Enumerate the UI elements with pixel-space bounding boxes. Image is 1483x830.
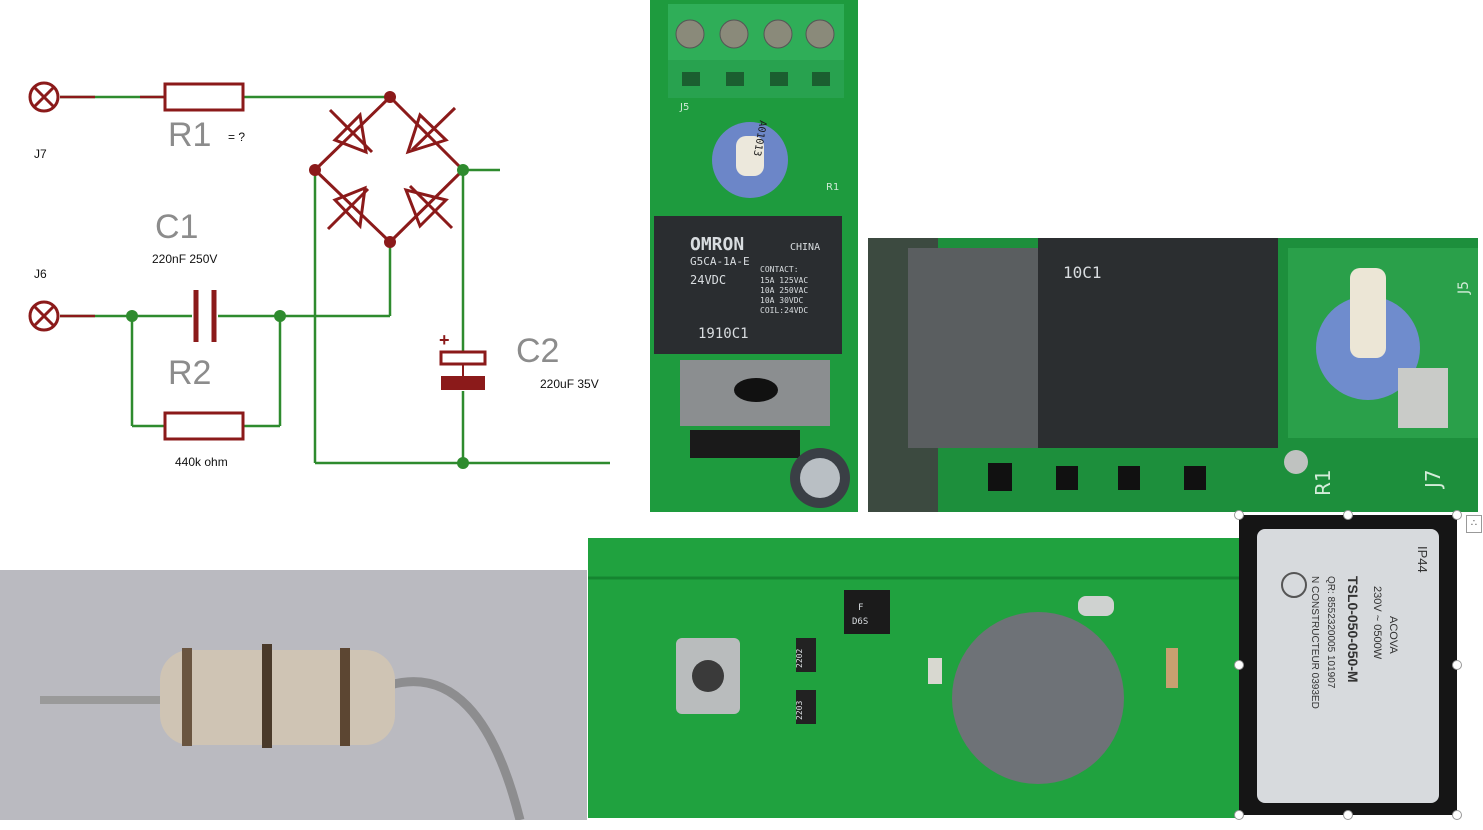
relay-contact-title: CONTACT: bbox=[760, 265, 799, 274]
resize-handle-left[interactable] bbox=[1234, 660, 1244, 670]
photo-relay-board: A01013 J5 R1 OMRON CHINA G5CA-1A-E 24VDC… bbox=[650, 0, 858, 512]
bridge-mark: F bbox=[858, 603, 863, 613]
label-j6: J6 bbox=[34, 267, 47, 281]
relay-contact-2: 10A 250VAC bbox=[760, 286, 808, 295]
chip-code-1: 2202 bbox=[795, 649, 804, 668]
terminal-j7 bbox=[28, 81, 60, 113]
resize-handle-top-left[interactable] bbox=[1234, 510, 1244, 520]
label-r2: R2 bbox=[168, 354, 211, 392]
label-c2: C2 bbox=[516, 332, 559, 370]
resistor-r2 bbox=[163, 411, 245, 441]
capacitor-c2 bbox=[439, 350, 487, 390]
relay-origin: CHINA bbox=[790, 242, 820, 253]
label-voltage: 230V ~ 0500W bbox=[1371, 586, 1383, 660]
relay bbox=[654, 216, 842, 354]
bridge-chip bbox=[844, 590, 890, 634]
junction-dots bbox=[126, 164, 469, 469]
resize-handle-right[interactable] bbox=[1452, 660, 1462, 670]
relay-contact-1: 15A 125VAC bbox=[760, 276, 808, 285]
bridge-code: D6S bbox=[852, 617, 868, 627]
label-r1: R1 bbox=[168, 116, 211, 154]
relay-contact-3: 10A 30VDC bbox=[760, 296, 804, 305]
label-c1: C1 bbox=[155, 208, 198, 246]
label-c2-value: 220uF 35V bbox=[540, 377, 599, 391]
relay-code: 1910C1 bbox=[698, 326, 749, 342]
capacitor-c1 bbox=[193, 290, 217, 342]
label-serial: QR: 8552320005 101907 bbox=[1325, 576, 1336, 689]
label-c2-polarity: + bbox=[439, 330, 450, 350]
relay-brand: OMRON bbox=[690, 234, 744, 255]
label-j7: J7 bbox=[34, 147, 47, 161]
silk-r1: R1 bbox=[826, 182, 839, 193]
label-model: TSL0-050-050-M bbox=[1345, 576, 1361, 683]
inductor bbox=[952, 612, 1124, 784]
resize-handle-bottom[interactable] bbox=[1343, 810, 1353, 820]
relay-closeup bbox=[1038, 238, 1278, 448]
wires bbox=[60, 95, 610, 465]
bridge-rectifier bbox=[313, 95, 465, 244]
closeup-silk-j5: J5 bbox=[1456, 281, 1472, 295]
resize-handle-bottom-left[interactable] bbox=[1234, 810, 1244, 820]
relay-coil: COIL:24VDC bbox=[760, 306, 808, 315]
label-sticker bbox=[1257, 529, 1439, 803]
chip-code-2: 2203 bbox=[795, 701, 804, 720]
label-rating: IP44 bbox=[1415, 546, 1430, 573]
label-manufacturer: N CONSTRUCTEUR 0393ED bbox=[1309, 576, 1320, 709]
circuit-schematic: J7 J6 R1 = ? C1 220nF 250V R2 440k ohm C… bbox=[28, 81, 610, 469]
closeup-relay-code: 10C1 bbox=[1063, 263, 1102, 282]
bridge-nodes bbox=[309, 91, 396, 248]
photo-main-board: 2202 2203 F D6S bbox=[588, 538, 1240, 818]
closeup-silk-j7: J7 bbox=[1421, 469, 1445, 490]
photo-resistor bbox=[0, 570, 587, 820]
terminal-j6 bbox=[28, 300, 60, 332]
closeup-silk-r1: R1 bbox=[1311, 469, 1335, 496]
resize-handle-top-right[interactable] bbox=[1452, 510, 1462, 520]
label-brand: ACOVA bbox=[1387, 616, 1399, 654]
label-r2-value: 440k ohm bbox=[175, 455, 228, 469]
layout-options-icon[interactable]: ∴ bbox=[1466, 515, 1482, 533]
silk-j5: J5 bbox=[679, 102, 689, 113]
relay-voltage: 24VDC bbox=[690, 273, 726, 287]
photo-relay-closeup: 10C1 R1 J7 J5 bbox=[868, 238, 1478, 512]
relay-model: G5CA-1A-E bbox=[690, 255, 750, 268]
wirewound-resistor bbox=[160, 650, 395, 745]
resize-handle-bottom-right[interactable] bbox=[1452, 810, 1462, 820]
label-c1-value: 220nF 250V bbox=[152, 252, 217, 266]
photo-product-label: IP44 ACOVA 230V ~ 0500W TSL0-050-050-M Q… bbox=[1239, 515, 1457, 815]
resistor-r1 bbox=[163, 82, 245, 112]
resize-handle-top[interactable] bbox=[1343, 510, 1353, 520]
label-r1-value: = ? bbox=[228, 130, 245, 144]
